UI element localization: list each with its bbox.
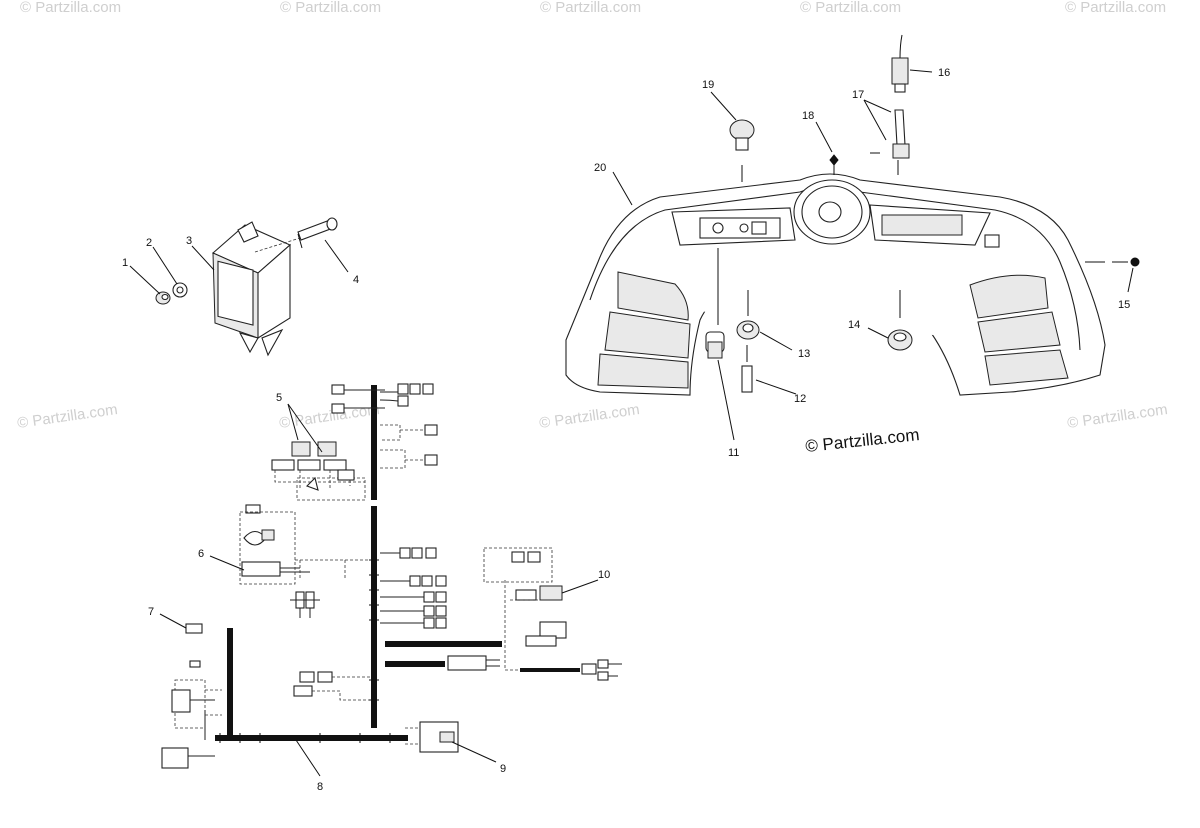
harness-right-connectors [447,547,622,681]
top-connectors [331,383,438,469]
watermark-top-2: © Partzilla.com [280,0,381,16]
washer-part [172,282,188,298]
callout-10: 10 [598,569,610,581]
nut-part [155,291,171,305]
callout-6: 6 [198,548,204,560]
harness-ticks [219,559,391,743]
callout-14: 14 [848,319,860,331]
grommet-part-13 [736,290,760,340]
callout-15: 15 [1118,299,1130,311]
callout-18: 18 [802,110,814,122]
dash-panel-assembly: 11 12 13 14 15 16 17 18 19 20 © Partzill… [565,34,1140,459]
watermark-mid-3: © Partzilla.com [538,401,640,432]
plug-part-16 [891,34,909,93]
control-module-assembly: 1 2 3 4 [122,217,359,357]
callout-12: 12 [794,393,806,405]
relay-block [271,441,366,501]
screw-part-15 [1085,257,1140,267]
watermark-top-5: © Partzilla.com [1065,0,1166,16]
watermark-top-3: © Partzilla.com [540,0,641,16]
callout-13: 13 [798,348,810,360]
bulb-part-12 [741,345,753,393]
control-module-part [211,221,292,357]
indicator-bulb-part [729,119,755,182]
callout-16: 16 [938,67,950,79]
grommet-part-14 [887,290,913,351]
watermark-top-4: © Partzilla.com [800,0,901,16]
switch-part-17 [870,109,910,175]
callout-1: 1 [122,257,128,269]
middle-right-connectors [380,547,447,629]
lamp-socket-part-11 [705,248,725,359]
lower-connectors [161,623,459,769]
callout-19: 19 [702,79,714,91]
left-connectors [239,504,372,618]
watermark-top-1: © Partzilla.com [20,0,121,16]
callout-8: 8 [317,781,323,793]
callout-2: 2 [146,237,152,249]
screw-part-18 [829,154,839,175]
callout-7: 7 [148,606,154,618]
watermark-mid-4: © Partzilla.com [1066,401,1168,432]
brand-label: © Partzilla.com [804,425,920,456]
callout-9: 9 [500,763,506,775]
watermark-mid-2: © Partzilla.com [278,401,380,432]
callout-17: 17 [852,89,864,101]
watermark-mid-1: © Partzilla.com [16,401,118,432]
callout-5: 5 [276,392,282,404]
callout-3: 3 [186,235,192,247]
callout-11: 11 [728,447,739,459]
callout-4: 4 [353,274,359,286]
bolt-part [254,217,338,253]
callout-20: 20 [594,162,606,174]
wiring-harness-assembly: 5 6 7 8 9 10 [148,383,622,793]
